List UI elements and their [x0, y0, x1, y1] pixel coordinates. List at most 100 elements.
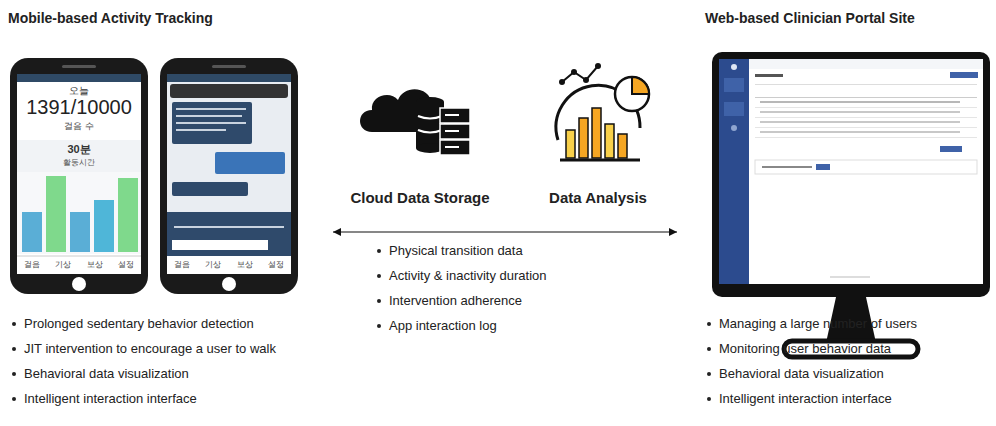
data-item: App interaction log [375, 318, 497, 334]
phone-illustration-part [172, 240, 268, 250]
bullet-item: Monitoring user behavior data [705, 341, 891, 357]
phone-illustration-part [176, 108, 246, 110]
bullet-item: JIT intervention to encourage a user to … [10, 341, 276, 357]
bullet-item: Behavioral data visualization [705, 366, 884, 382]
monitor-illustration-part [830, 276, 870, 278]
phone-illustration-part [172, 102, 252, 144]
screen-text: 오늘 [69, 85, 89, 97]
phone-illustration-part [167, 256, 291, 274]
bullet-item: Behavioral data visualization [10, 366, 189, 382]
bullet-dot [707, 372, 711, 376]
monitor-illustration-part [755, 74, 783, 77]
phone-illustration-part [10, 58, 148, 294]
monitor-illustration-part [760, 131, 960, 133]
data-analysis-icon-part [615, 77, 649, 111]
data-analysis-icon-part [583, 77, 589, 83]
monitor-illustration [712, 52, 990, 357]
data-analysis-icon-part [562, 66, 598, 82]
bullet-dot [707, 397, 711, 401]
phone-illustration-part [22, 212, 42, 252]
phone-illustration-part [172, 182, 248, 196]
data-analysis-icon-part [592, 108, 601, 158]
section-panel: Mobile-based Activity TrackingProlonged … [0, 0, 332, 426]
phone-illustration-part [174, 226, 284, 228]
data-analysis-icon-part [595, 63, 601, 69]
phone-illustration-part [17, 256, 141, 257]
bullet-item: Intelligent interaction interface [10, 391, 197, 407]
icon-caption-box: Data Analysis [545, 187, 651, 209]
section-title: Mobile-based Activity Tracking [8, 10, 213, 26]
data-analysis-icon-part [566, 130, 575, 158]
screen-text: 걸음 [24, 260, 40, 269]
phone-illustration-part [176, 129, 226, 131]
cloud-storage-icon-part [418, 116, 442, 133]
cloud-storage-icon-part [445, 130, 459, 132]
monitor-illustration-part [755, 160, 977, 174]
phone-illustration-part [176, 115, 242, 117]
screen-text: 설정 [118, 260, 134, 269]
monitor-illustration-part [950, 72, 978, 78]
monitor-illustration-part [755, 127, 977, 128]
monitor-illustration-part [755, 97, 977, 98]
section-title: Web-based Clinician Portal Site [705, 10, 915, 26]
monitor-illustration-part [755, 107, 977, 108]
phone-illustration-part [118, 178, 138, 252]
data-analysis-icon-part [571, 69, 577, 75]
phone-illustration-part [17, 172, 141, 254]
phone-illustration-part [46, 176, 66, 252]
bullet-item: Managing a large number of users [705, 316, 917, 332]
cloud-storage-icon-part [440, 108, 470, 123]
screen-text: 보상 [237, 260, 253, 269]
phone-illustration [10, 58, 148, 294]
bullet-dot [377, 274, 381, 278]
phone-illustration-part [62, 65, 96, 68]
phone-illustration-part [160, 58, 298, 294]
monitor-illustration-part [762, 166, 812, 168]
screen-text: 활동시간 [63, 158, 95, 167]
monitor-illustration-part [760, 111, 960, 113]
screen-text: 설정 [268, 260, 284, 269]
screen-text: 걸음 [174, 260, 190, 269]
screen-text: 1391/10000 [26, 96, 132, 119]
monitor-illustration-part [755, 84, 977, 85]
monitor-illustration-part [724, 78, 744, 92]
screen-text: 기상 [205, 260, 221, 269]
phone-illustration-part [72, 277, 86, 291]
monitor-illustration-part [719, 59, 749, 284]
icon-label: Cloud Data Storage [346, 187, 493, 209]
bullet-dot [377, 324, 381, 328]
bullet-dot [12, 347, 16, 351]
section-panel: Web-based Clinician Portal SiteManaging … [678, 0, 996, 426]
monitor-illustration-part [816, 164, 830, 170]
phone-illustration-part [17, 74, 141, 274]
data-analysis-icon-part [579, 118, 588, 158]
phone-illustration-part [167, 74, 291, 274]
monitor-illustration-part [724, 102, 744, 116]
phone-illustration-part [167, 212, 291, 256]
monitor-illustration-part [760, 101, 960, 103]
screen-text: 30분 [67, 143, 90, 156]
phone-illustration-part [212, 65, 246, 68]
screen-text: 기상 [55, 260, 71, 269]
data-analysis-icon [556, 63, 649, 160]
data-analysis-icon-part [632, 77, 649, 94]
phone-illustration-part [170, 84, 288, 98]
phone-illustration-part [215, 152, 285, 174]
bullet-dot [377, 299, 381, 303]
cloud-storage-icon-part [445, 146, 459, 148]
bullet-dot [12, 322, 16, 326]
bullet-dot [12, 372, 16, 376]
cloud-storage-icon-part [440, 140, 470, 155]
bullet-item: Prolonged sedentary behavior detection [10, 316, 254, 332]
screen-text: 걸음 수 [64, 121, 94, 131]
data-analysis-icon-part [605, 124, 614, 158]
monitor-illustration-part [755, 137, 977, 138]
monitor-illustration-part [731, 64, 737, 70]
bullet-dot [707, 322, 711, 326]
monitor-illustration-part [940, 146, 962, 152]
data-analysis-icon-part [559, 79, 565, 85]
monitor-illustration-part [755, 117, 977, 118]
